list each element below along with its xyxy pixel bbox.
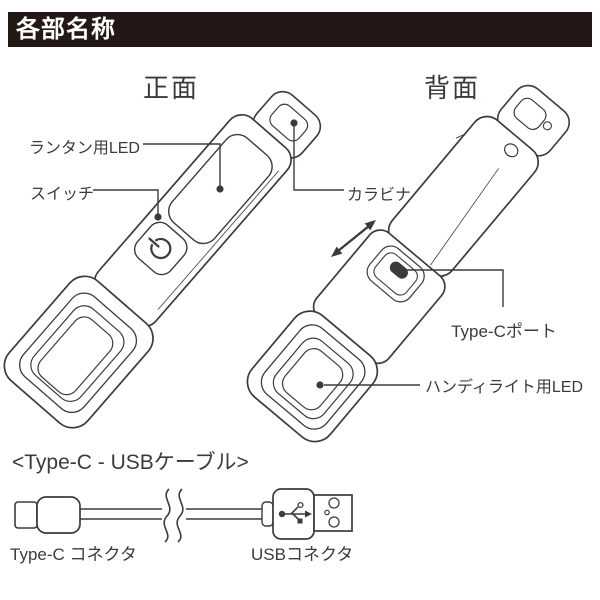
label-switch: スイッチ [30, 186, 95, 203]
back-head-lens [246, 310, 379, 443]
cable-wire [80, 488, 266, 543]
label-type-c-connector: Type-C コネクタ [10, 545, 137, 564]
body-seam-line [157, 170, 279, 310]
label-usb-connector: USBコネクタ [251, 545, 354, 564]
front-head-lens [3, 275, 154, 429]
type-c-plug-body [36, 496, 81, 534]
label-handy-light-led: ハンディライト用LED [425, 379, 584, 396]
cable-drawing [14, 488, 353, 543]
label-lantern-led: ランタン用LED [28, 140, 140, 157]
power-switch-button [133, 221, 188, 276]
label-type-c-port: Type-Cポート [451, 322, 557, 341]
usb-plug-neck [261, 501, 274, 527]
banner-title: 各部名称 [16, 16, 116, 43]
body-seam-line [430, 168, 499, 266]
strap-hole [504, 143, 519, 158]
leader-dots [154, 119, 404, 389]
back-view-title: 背面 [424, 73, 481, 103]
leader-line-type-c-port [400, 269, 504, 307]
back-view-drawing [246, 84, 571, 443]
power-icon [150, 237, 172, 260]
leader-line-lantern-led [143, 143, 221, 186]
front-view-title: 正面 [143, 73, 200, 103]
usb-metal-shell [313, 494, 353, 532]
slide-direction-arrow [331, 220, 376, 257]
leader-line-carabiner [293, 126, 344, 191]
cable-break-mark [163, 488, 171, 543]
usb-trident-icon [278, 501, 312, 524]
cable-section-heading: <Type-C - USBケーブル> [12, 451, 249, 474]
type-c-plug-tip [14, 501, 38, 529]
leader-lines [93, 126, 504, 386]
cable-break-mark [176, 488, 184, 543]
leader-line-switch [93, 189, 159, 214]
section-banner: 各部名称 [8, 12, 592, 47]
label-carabiner: カラビナ [347, 187, 412, 204]
